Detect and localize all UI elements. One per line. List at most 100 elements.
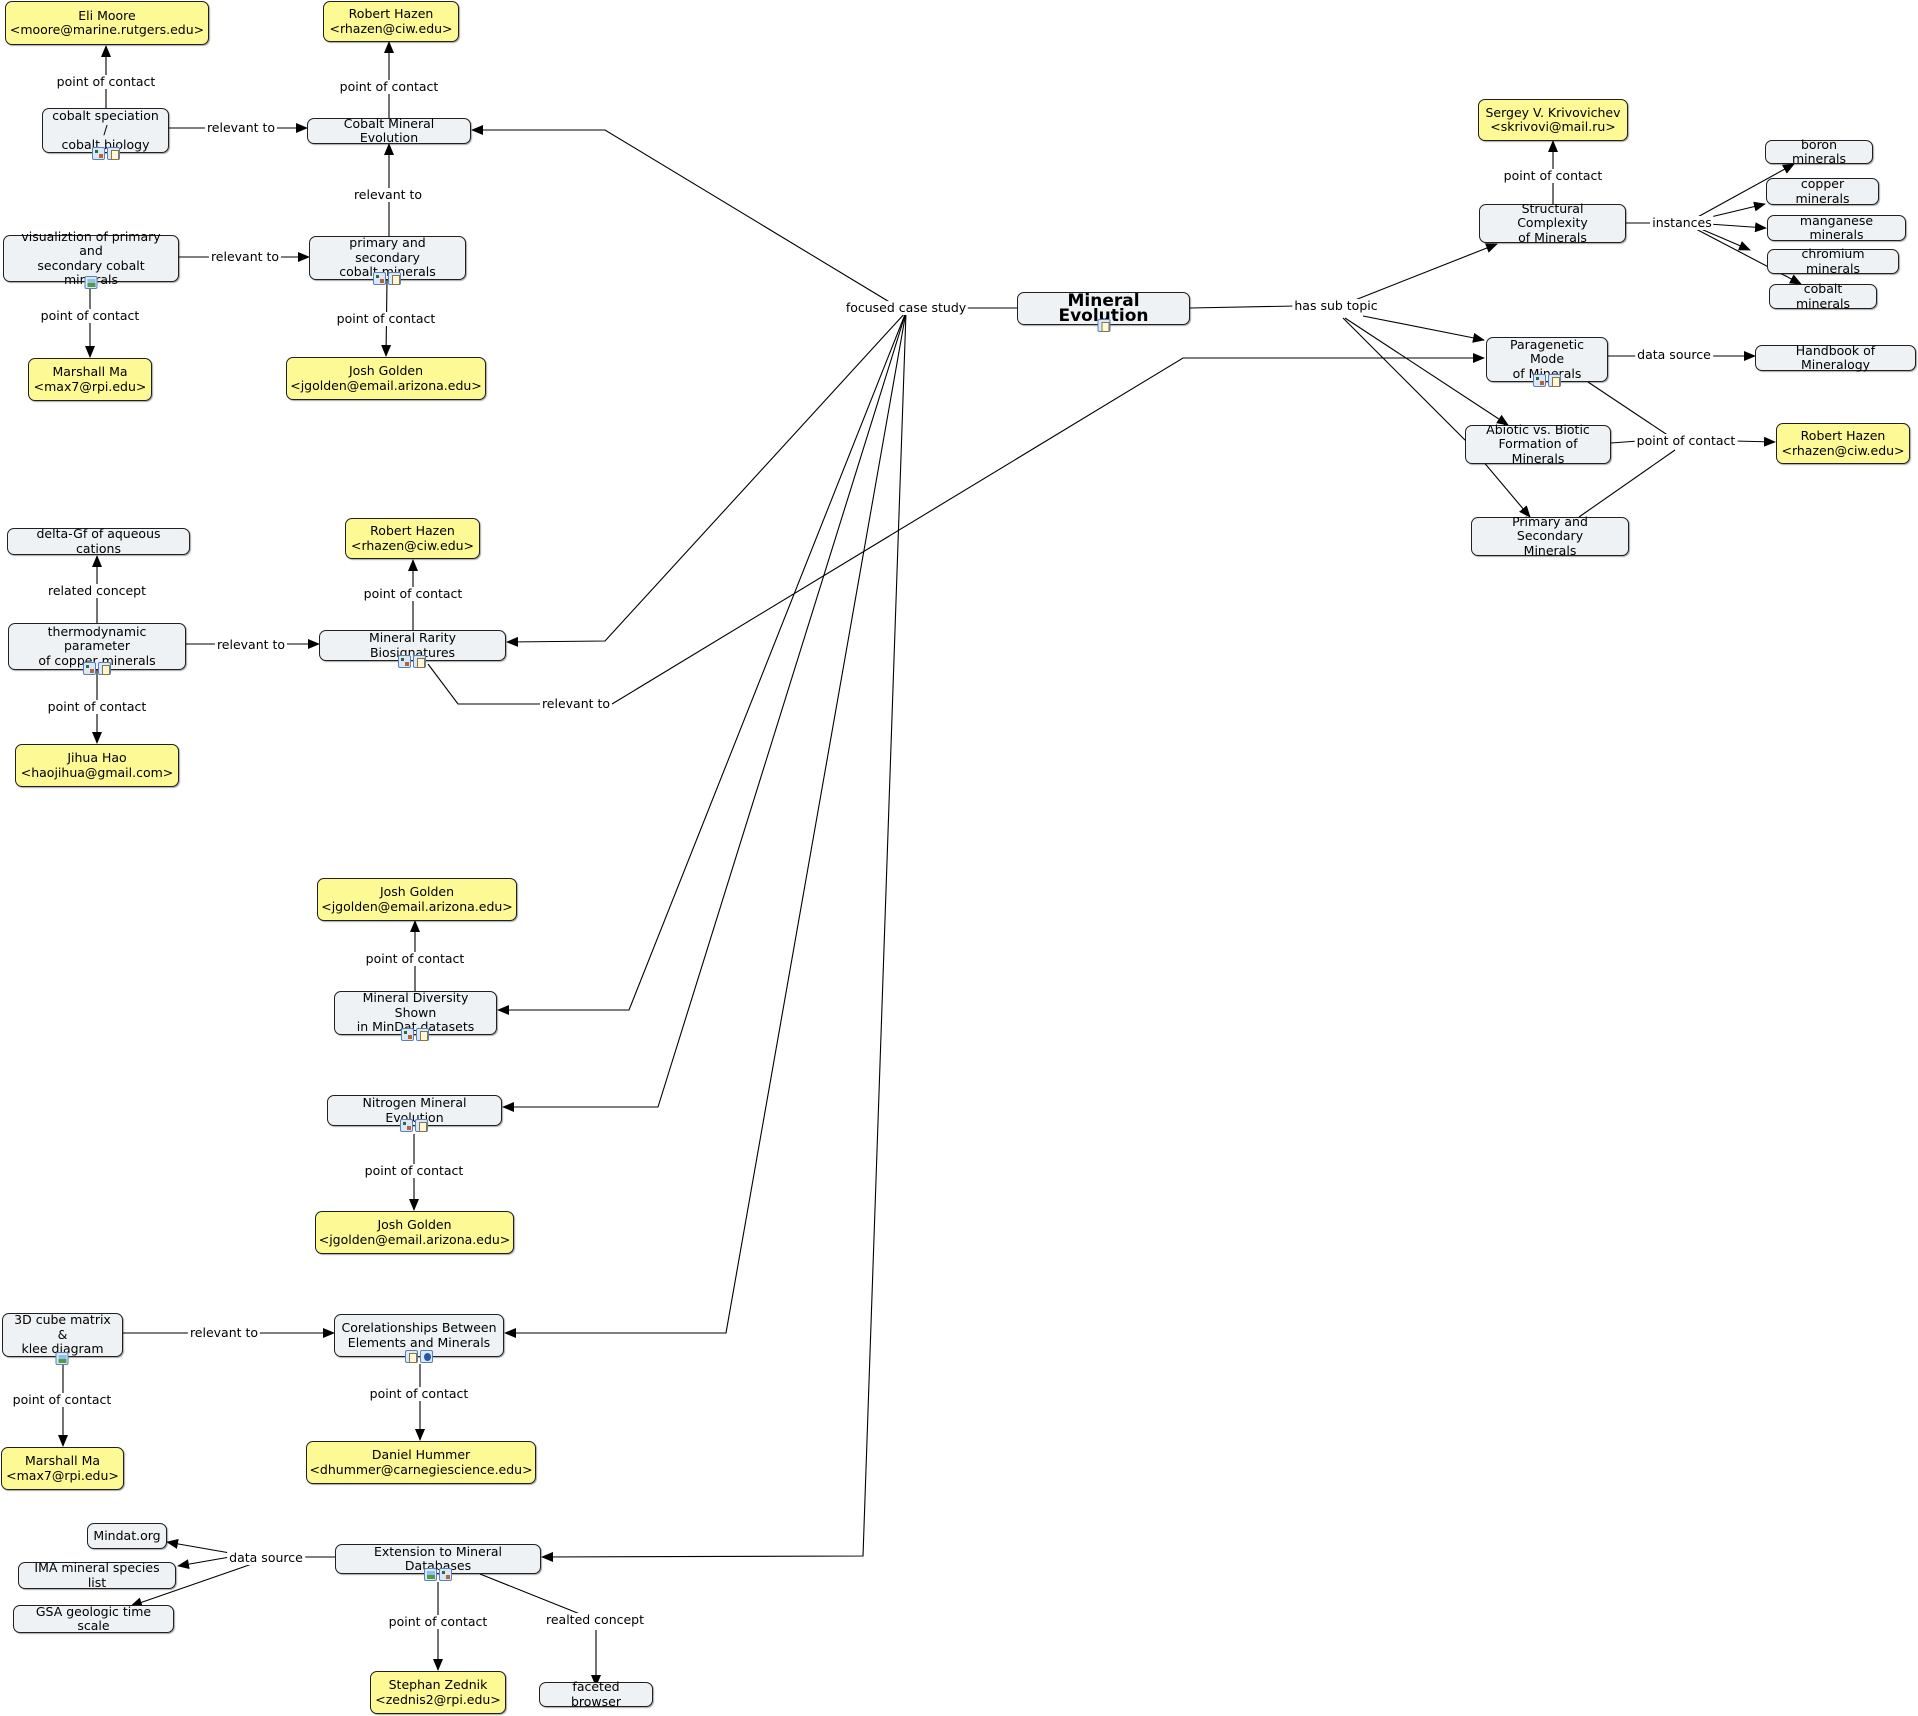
label-relevant-thermo: relevant to	[214, 637, 288, 652]
node-daniel-hummer[interactable]: Daniel Hummer <dhummer@carnegiescience.e…	[306, 1441, 536, 1484]
document-icon[interactable]	[413, 655, 426, 668]
node-ima[interactable]: IMA mineral species list	[18, 1560, 176, 1589]
node-josh-golden-1[interactable]: Josh Golden <jgolden@email.arizona.edu>	[286, 357, 486, 400]
concept-map-icon[interactable]	[398, 655, 411, 668]
concept-map-icon[interactable]	[1533, 374, 1546, 387]
label-related-concept: related concept	[45, 583, 149, 598]
node-right-robert-hazen[interactable]: Robert Hazen <rhazen@ciw.edu>	[1776, 423, 1910, 464]
edge-subtopic-paragenetic	[1362, 315, 1485, 343]
node-cobalt-speciation[interactable]: cobalt speciation / cobalt biology	[42, 108, 169, 153]
node-marshall-ma-1[interactable]: Marshall Ma <max7@rpi.edu>	[28, 358, 152, 401]
document-icon[interactable]	[388, 272, 401, 285]
edge-instances-boron	[1693, 163, 1795, 220]
image-icon[interactable]	[84, 276, 98, 289]
document-icon[interactable]	[405, 1350, 418, 1363]
node-sergey[interactable]: Sergey V. Krivovichev <skrivovi@mail.ru>	[1478, 99, 1628, 141]
document-icon[interactable]	[416, 1028, 429, 1041]
node-jihua-hao[interactable]: Jihua Hao <haojihua@gmail.com>	[15, 744, 179, 787]
concept-map-icon[interactable]	[401, 1028, 414, 1041]
node-visualization-cobalt[interactable]: visualiztion of primary and secondary co…	[3, 229, 179, 287]
node-josh-golden-3[interactable]: Josh Golden <jgolden@email.arizona.edu>	[315, 1211, 514, 1254]
node-marshall-ma-2[interactable]: Marshall Ma <max7@rpi.edu>	[1, 1447, 124, 1490]
label-poc-marshall-1: point of contact	[38, 308, 142, 323]
node-rarity-robert-hazen[interactable]: Robert Hazen <rhazen@ciw.edu>	[345, 518, 480, 559]
concept-map-icon[interactable]	[92, 147, 105, 160]
node-mineral-diversity[interactable]: Mineral Diversity Shown in MinDat datase…	[334, 991, 497, 1035]
label-relevant-speciation: relevant to	[204, 120, 278, 135]
label-poc-daniel: point of contact	[367, 1386, 471, 1401]
label-poc-josh-1: point of contact	[334, 311, 438, 326]
mineral-evolution-resources	[1097, 319, 1111, 332]
edge-relevant-paragenetic	[611, 353, 1485, 705]
label-poc-josh-2: point of contact	[363, 951, 467, 966]
node-primary-secondary-minerals[interactable]: Primary and Secondary Minerals	[1471, 514, 1629, 558]
node-mineral-rarity[interactable]: Mineral Rarity Biosignatures	[319, 630, 506, 661]
image-icon[interactable]	[55, 1352, 69, 1365]
concept-map-icon[interactable]	[400, 1119, 413, 1132]
node-nitrogen[interactable]: Nitrogen Mineral Evolution	[327, 1095, 502, 1126]
nitrogen-resources	[400, 1119, 428, 1132]
node-delta-gf[interactable]: delta-Gf of aqueous cations	[7, 526, 190, 555]
node-handbook[interactable]: Handbook of Mineralogy	[1755, 343, 1916, 372]
node-cobalt-robert-hazen[interactable]: Robert Hazen <rhazen@ciw.edu>	[323, 1, 459, 42]
edge-focused-nitrogen	[502, 311, 907, 1112]
node-faceted-browser[interactable]: faceted browser	[539, 1679, 653, 1708]
link-icon[interactable]	[420, 1350, 433, 1363]
label-poc-right-hazen: point of contact	[1634, 433, 1738, 448]
thermo-resources	[83, 662, 111, 675]
node-boron-minerals[interactable]: boron minerals	[1765, 137, 1873, 166]
primary-cobalt-resources	[373, 272, 401, 285]
node-stephan-zednik[interactable]: Stephan Zednik <zednis2@rpi.edu>	[370, 1671, 506, 1714]
visualization-resources	[84, 276, 98, 289]
cobalt-speciation-resources	[92, 147, 120, 160]
node-thermo-copper[interactable]: thermodynamic parameter of copper minera…	[8, 623, 186, 670]
document-icon[interactable]	[1097, 319, 1111, 332]
node-manganese-minerals[interactable]: manganese minerals	[1767, 213, 1906, 242]
node-gsa[interactable]: GSA geologic time scale	[13, 1604, 174, 1633]
document-icon[interactable]	[1548, 374, 1561, 387]
node-mindat[interactable]: Mindat.org	[87, 1523, 167, 1549]
label-relevant-primary: relevant to	[351, 187, 425, 202]
node-correlationships[interactable]: Corelationships Between Elements and Min…	[334, 1314, 504, 1357]
concept-map-icon[interactable]	[373, 272, 386, 285]
node-chromium-minerals[interactable]: chromium minerals	[1767, 246, 1899, 275]
edge-subtopic-abiotic	[1344, 317, 1509, 426]
label-poc-jihua: point of contact	[45, 699, 149, 714]
document-icon[interactable]	[415, 1119, 428, 1132]
label-relevant-visualization: relevant to	[208, 249, 282, 264]
node-paragenetic[interactable]: Paragenetic Mode of Minerals	[1486, 337, 1608, 382]
correlationships-resources	[405, 1350, 433, 1363]
node-extension[interactable]: Extension to Mineral Databases	[335, 1544, 541, 1574]
label-has-sub-topic: has sub topic	[1292, 298, 1380, 313]
edge-ds-ima	[177, 1556, 231, 1570]
label-relevant-rarity: relevant to	[539, 696, 613, 711]
edge-rarity-relevant	[427, 663, 540, 705]
node-abiotic-biotic[interactable]: Abiotic vs. Biotic Formation of Minerals	[1465, 422, 1611, 466]
node-eli-moore[interactable]: Eli Moore <moore@marine.rutgers.edu>	[5, 1, 209, 45]
node-cobalt-mineral-evolution[interactable]: Cobalt Mineral Evolution	[307, 116, 471, 145]
concept-map-icon[interactable]	[83, 662, 96, 675]
edge-ds-mindat	[166, 1538, 231, 1554]
concept-map-icon[interactable]	[439, 1568, 452, 1581]
image-icon[interactable]	[424, 1568, 437, 1581]
edge-extension-realted	[479, 1573, 581, 1615]
document-icon[interactable]	[107, 147, 120, 160]
edge-main-to-subtopic	[1189, 305, 1297, 309]
edge-paragenetic-poc	[1587, 381, 1676, 441]
edge-subtopic-structural	[1349, 243, 1498, 303]
node-structural-complexity[interactable]: Structural Complexity of Minerals	[1479, 201, 1626, 245]
rarity-resources	[398, 655, 426, 668]
label-realted-concept: realted concept	[543, 1612, 647, 1627]
edge-focused-diversity	[497, 311, 907, 1015]
document-icon[interactable]	[98, 662, 111, 675]
node-primary-secondary-cobalt[interactable]: primary and secondary cobalt minerals	[309, 236, 466, 280]
node-josh-golden-2[interactable]: Josh Golden <jgolden@email.arizona.edu>	[317, 878, 517, 921]
label-poc-marshall-2: point of contact	[10, 1392, 114, 1407]
node-3d-cube[interactable]: 3D cube matrix & klee diagram	[2, 1313, 123, 1357]
label-poc-rarity-hazen: point of contact	[361, 586, 465, 601]
node-cobalt-minerals[interactable]: cobalt minerals	[1769, 281, 1877, 310]
node-copper-minerals[interactable]: copper minerals	[1766, 176, 1879, 205]
edge-primary-poc	[1578, 449, 1676, 518]
extension-resources	[424, 1568, 452, 1581]
edge-focused-correlationships	[504, 311, 907, 1338]
